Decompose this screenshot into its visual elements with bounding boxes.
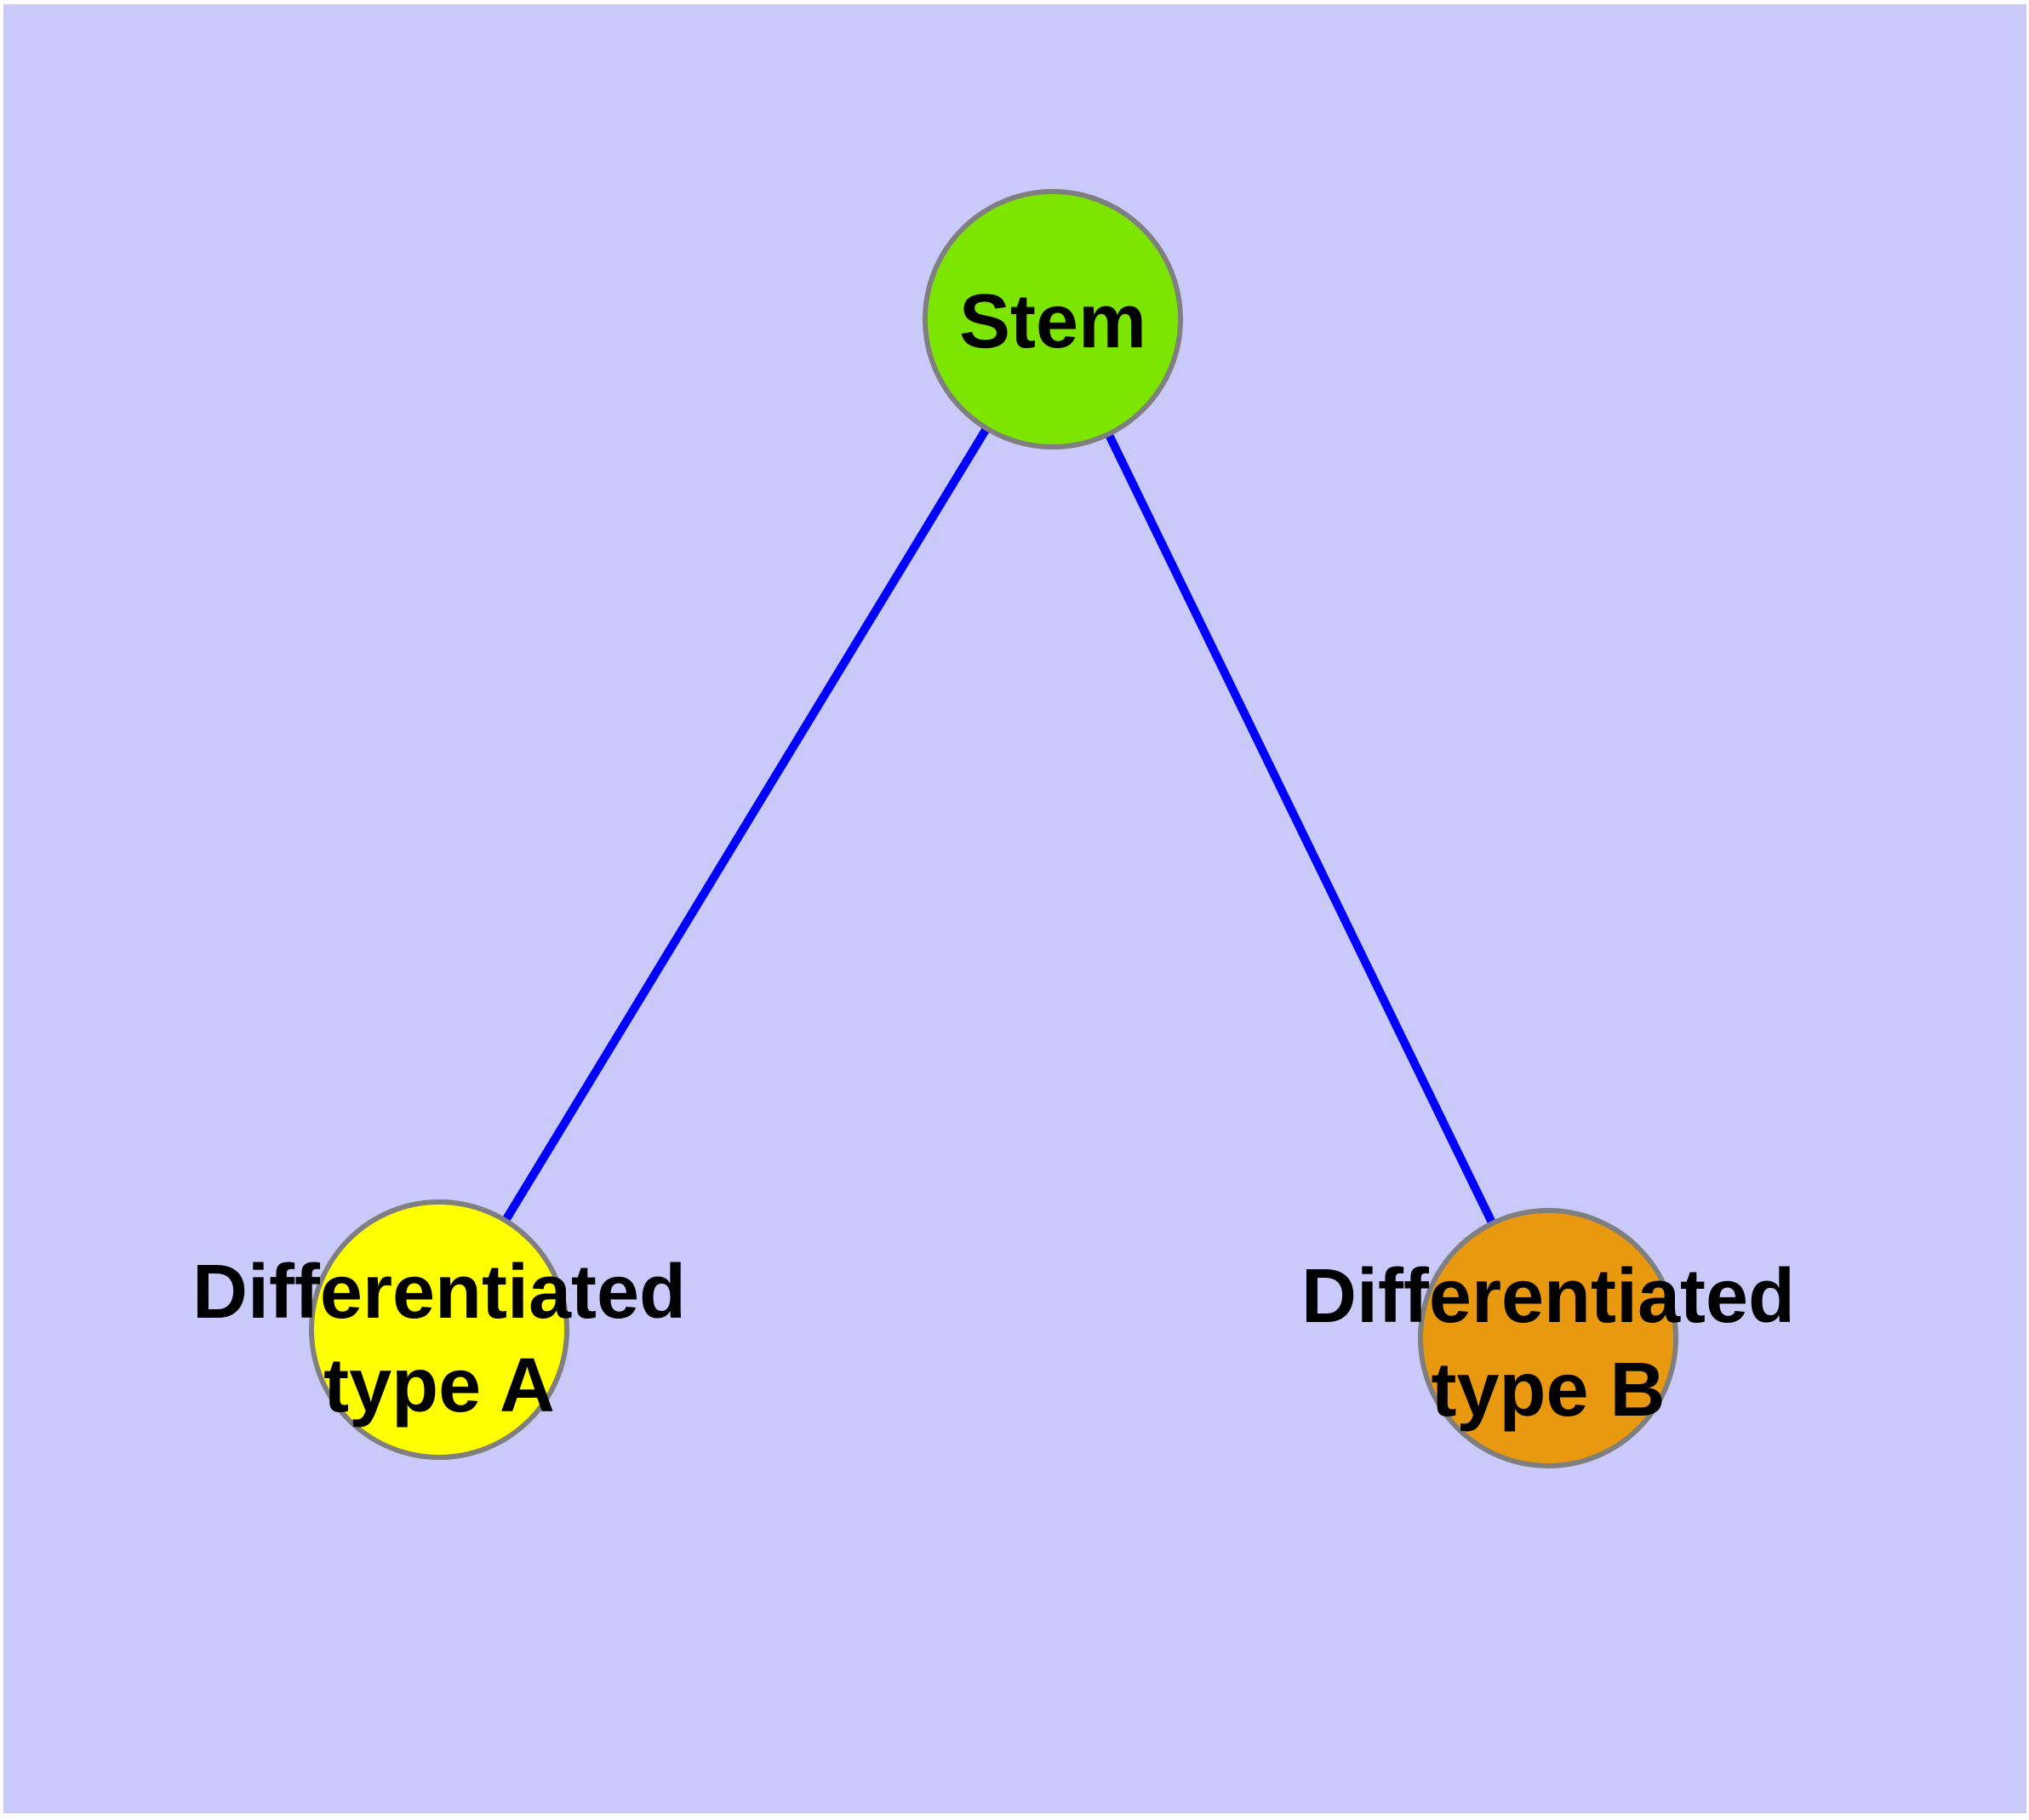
type-b-label-line1: Differentiated: [1301, 1254, 1795, 1339]
type-a-label-line2: type A: [323, 1343, 555, 1428]
type-b-node: [1418, 1208, 1678, 1468]
type-b-label-line2: type B: [1431, 1348, 1665, 1433]
type-a-node: [309, 1199, 569, 1460]
stem-node-label: Stem: [959, 279, 1146, 364]
edge-stem-to-type-b: [1049, 317, 1552, 1341]
stem-node: [923, 189, 1183, 449]
edge-stem-to-type-a: [435, 317, 1057, 1332]
type-a-label-line1: Differentiated: [192, 1250, 686, 1335]
